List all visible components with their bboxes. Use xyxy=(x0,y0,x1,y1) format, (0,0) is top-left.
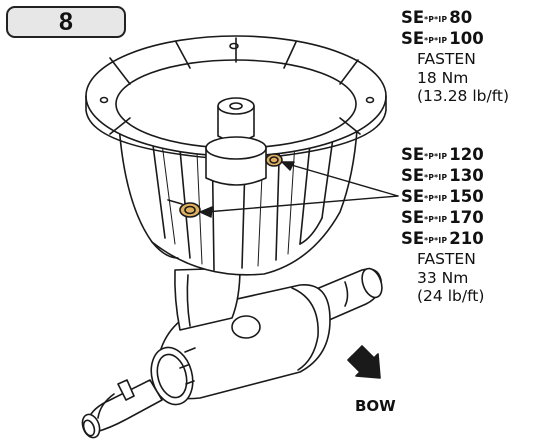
callout-lines xyxy=(199,161,399,218)
bow-direction-label: BOW xyxy=(355,397,396,415)
instruction-text: FASTEN xyxy=(417,50,476,68)
step-number: 8 xyxy=(59,7,73,36)
step-badge: 8 xyxy=(6,6,126,38)
torque-metric: 18 Nm xyxy=(417,68,469,87)
torque-imperial: (24 lb/ft) xyxy=(417,287,485,305)
instruction-text: FASTEN xyxy=(417,250,476,268)
column xyxy=(174,267,241,331)
torque-metric: 33 Nm xyxy=(417,268,469,287)
center-post xyxy=(205,97,267,186)
bolt-lower xyxy=(167,199,201,218)
shaft-left xyxy=(81,379,163,439)
arrow-down-right-icon xyxy=(347,345,381,379)
bolt-upper xyxy=(265,153,283,167)
gear-housing xyxy=(150,284,331,406)
torque-imperial: (13.28 lb/ft) xyxy=(417,87,510,105)
